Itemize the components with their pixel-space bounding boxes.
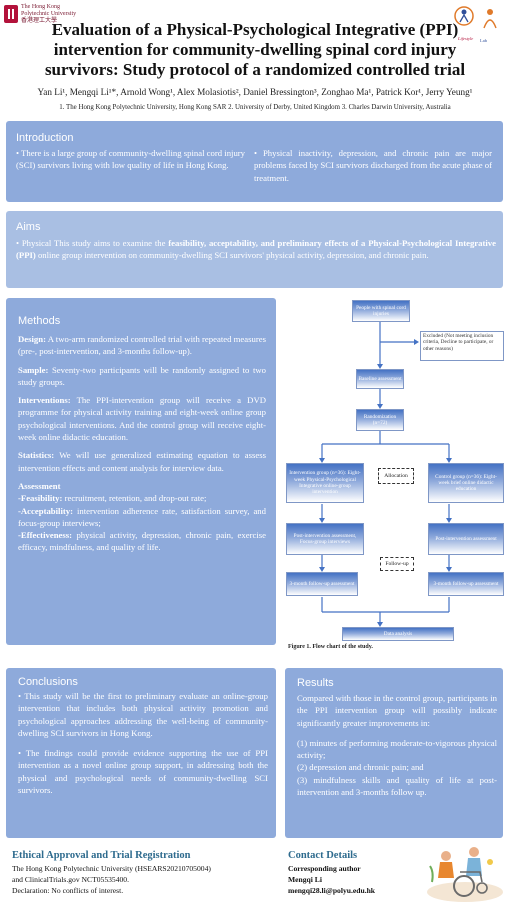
affiliations: 1. The Hong Kong Polytechnic University,… [59, 104, 451, 111]
aims-highlight: feasibility, acceptability, and prelimin… [16, 238, 496, 261]
flow-data-analysis: Data analysis [342, 627, 454, 641]
methods-design: Design: A two-arm randomized controlled … [18, 333, 266, 358]
logo-line-3: 香港理工大學 [21, 17, 58, 24]
results-body: Compared with those in the control group… [297, 692, 497, 798]
aims-text: • Physical This study aims to examine th… [16, 237, 496, 262]
flowchart-connectors [319, 320, 452, 627]
flow-post-left: Post-intervention assessment, Focus-grou… [286, 523, 364, 555]
conclusions-panel: Conclusions • This study will be the fir… [6, 668, 276, 838]
introduction-col1: • There is a large group of community-dw… [16, 148, 246, 171]
conclusions-body: • This study will be the first to prelim… [18, 690, 268, 796]
methods-statistics: Statistics: We will use generalized esti… [18, 449, 266, 474]
methods-assessment-heading: Assessment [18, 480, 266, 492]
effectiveness-label: -Effectiveness: [18, 530, 73, 541]
acceptability-label: -Acceptability: [18, 505, 74, 516]
research-group-logo: Lifestyle Lab [454, 6, 497, 43]
flow-allocation-label: Allocation [378, 468, 414, 484]
methods-effectiveness: -Effectiveness: physical activity, depre… [18, 529, 266, 554]
flow-intervention-group: Intervention group (n=36): Eight-week Ph… [286, 463, 364, 503]
methods-sample: Sample: Seventy-two participants will be… [18, 364, 266, 389]
flow-followup-left: 3-month follow-up assessment [286, 572, 358, 596]
statistics-text: We will use generalized estimating equat… [18, 450, 266, 473]
aims-prefix: • Physical This study aims to examine th… [16, 238, 169, 248]
ethics-line-2: and ClinicalTrials.gov NCT05535400. [12, 874, 129, 884]
design-text: A two-arm randomized controlled trial wi… [18, 334, 266, 357]
ethics-line-3: Declaration: No conflicts of interest. [12, 885, 124, 895]
methods-title: Methods [18, 315, 61, 327]
methods-feasibility: -Feasibility: recruitment, retention, an… [18, 492, 266, 504]
contact-email[interactable]: mengqi28.li@polyu.edu.hk [288, 885, 376, 895]
aims-panel: Aims • Physical This study aims to exami… [6, 211, 503, 288]
flow-baseline: Baseline assessment [356, 369, 404, 389]
contact-title: Contact Details [288, 850, 358, 861]
results-title: Results [297, 677, 334, 689]
results-item-1: (1) minutes of performing moderate-to-vi… [297, 737, 497, 761]
logo-line-1: The Hong Kong [21, 3, 60, 10]
flow-followup-right: 3-month follow-up assessment [428, 572, 504, 596]
university-logo-text: The Hong Kong Polytechnic University 香港理… [21, 4, 76, 25]
aims-title: Aims [16, 221, 41, 233]
aims-suffix: online group intervention on community-d… [35, 250, 429, 261]
effectiveness-text: physical activity, depression, chronic p… [18, 530, 266, 553]
introduction-panel: Introduction • There is a large group of… [6, 121, 503, 202]
conclusions-p1: • This study will be the first to prelim… [18, 691, 268, 738]
introduction-col2: • Physical inactivity, depression, and c… [254, 148, 492, 183]
ethics-section: Ethical Approval and Trial Registration … [12, 850, 280, 896]
contact-section: Contact Details Corresponding author Men… [288, 850, 418, 896]
methods-body: Design: A two-arm randomized controlled … [18, 333, 266, 554]
results-panel: Results Compared with those in the contr… [285, 668, 503, 838]
flow-people: People with spinal cord injuries [352, 300, 410, 322]
flow-control-group: Control group (n=36): Eight-week brief o… [428, 463, 504, 503]
contact-role: Corresponding author [288, 864, 361, 873]
methods-panel: Methods Design: A two-arm randomized con… [6, 298, 276, 645]
sample-label: Sample: [18, 364, 49, 375]
results-item-3: (3) mindfulness skills and quality of li… [297, 774, 497, 798]
poster-title: Evaluation of a Physical-Psychological I… [44, 20, 466, 79]
introduction-title: Introduction [16, 132, 74, 144]
statistics-label: Statistics: [18, 450, 55, 461]
design-label: Design: [18, 334, 46, 344]
sample-text: Seventy-two participants will be randoml… [18, 364, 266, 387]
feasibility-text: recruitment, retention, and drop-out rat… [62, 493, 207, 504]
feasibility-label: -Feasibility: [18, 493, 63, 504]
acceptability-text: intervention adherence rate, satisfactio… [18, 505, 266, 528]
assessment-label: Assessment [18, 480, 61, 491]
flow-excluded: Excluded (Not meeting inclusion criteria… [420, 331, 504, 361]
methods-interventions: Interventions: The PPI-intervention grou… [18, 394, 266, 443]
flowchart: People with spinal cord injuries Exclude… [284, 296, 506, 652]
results-item-2: (2) depression and chronic pain; and [297, 762, 424, 773]
flow-followup-label: Follow-up [380, 557, 414, 571]
university-logo: The Hong Kong Polytechnic University 香港理… [4, 2, 114, 26]
logo-line-2: Polytechnic University [21, 10, 77, 17]
contact-name: Mengqi Li [288, 874, 322, 884]
flow-post-right: Post-intervention assessment [428, 523, 504, 555]
ethics-title: Ethical Approval and Trial Registration [12, 850, 191, 861]
svg-text:Lab: Lab [480, 38, 488, 43]
methods-acceptability: -Acceptability: intervention adherence r… [18, 505, 266, 530]
conclusions-p2: • The findings could provide evidence su… [18, 748, 268, 796]
results-intro: Compared with those in the control group… [297, 693, 497, 728]
ethics-line-1: The Hong Kong Polytechnic University (HS… [12, 864, 211, 873]
interventions-label: Interventions: [18, 395, 71, 406]
flow-randomization: Randomization (n=72) [356, 409, 404, 431]
wheelchair-illustration [427, 847, 503, 902]
author-list: Yan Li¹, Mengqi Li¹*, Arnold Wong¹, Alex… [37, 87, 473, 97]
interventions-text: The PPI-intervention group will receive … [18, 395, 266, 443]
polyu-logo-mark [4, 5, 18, 23]
svg-text:Lifestyle: Lifestyle [457, 36, 473, 41]
conclusions-title: Conclusions [18, 676, 78, 688]
flowchart-caption: Figure 1. Flow chart of the study. [288, 644, 373, 650]
